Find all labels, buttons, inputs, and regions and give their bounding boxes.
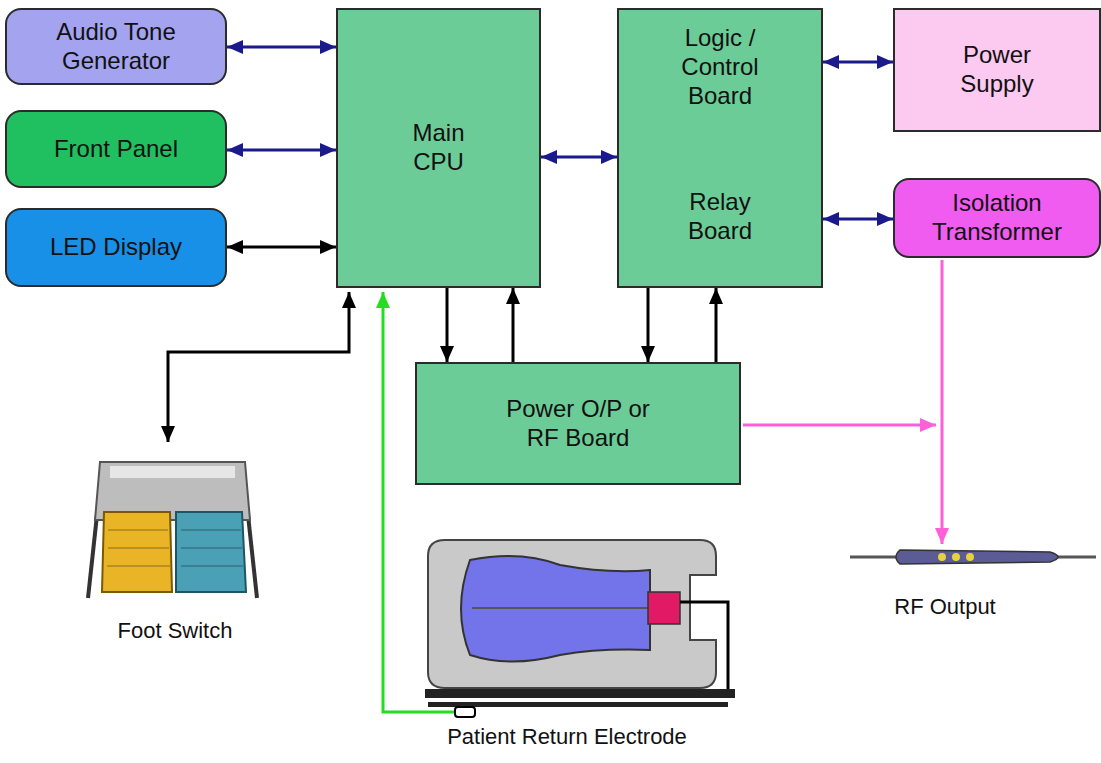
box-label: Front Panel <box>54 135 178 164</box>
signal-arrow <box>541 156 617 159</box>
electrode-cable-bar <box>425 689 735 698</box>
rf-output-wire <box>941 260 944 544</box>
signal-arrow <box>715 288 718 362</box>
panel-box: Front Panel <box>5 110 227 188</box>
signal-arrow <box>227 46 336 49</box>
signal-arrow <box>227 149 336 152</box>
signal-arrow <box>446 288 449 362</box>
foot-switch-wire <box>168 292 349 442</box>
electrosurgical-pen <box>896 550 1058 564</box>
display-box: LED Display <box>5 208 227 287</box>
foot-pedal-blue <box>176 512 246 592</box>
signal-arrow <box>823 218 893 221</box>
pen-button <box>952 553 960 561</box>
foot-switch-leg <box>248 515 257 598</box>
caption: Patient Return Electrode <box>387 724 747 750</box>
electrode-cable <box>680 602 728 692</box>
box-label: Logic / Control Board <box>655 24 785 110</box>
pen-button <box>938 553 946 561</box>
foot-pedal-yellow <box>102 512 172 592</box>
signal-arrow <box>647 288 650 362</box>
rf-board: Power O/P or RF Board <box>415 362 741 485</box>
foot-switch-leg <box>88 515 97 598</box>
box-label: Isolation Transformer <box>903 189 1091 247</box>
audio-box: Audio Tone Generator <box>5 8 227 85</box>
pen-button <box>966 553 974 561</box>
rf-wire <box>743 424 936 427</box>
electrode-connector <box>648 592 680 624</box>
box-label: Main CPU <box>404 119 474 177</box>
electrode-pad <box>428 540 716 688</box>
signal-arrow <box>512 288 515 362</box>
signal-arrow <box>823 61 893 64</box>
power-box: Power Supply <box>893 8 1101 132</box>
pedal-ribs <box>107 530 243 566</box>
box-label: Power Supply <box>942 41 1052 99</box>
box-label: Power O/P or RF Board <box>493 395 663 453</box>
caption: RF Output <box>835 594 1055 620</box>
electrode-plug <box>455 707 475 717</box>
electrode-conductor <box>461 556 650 662</box>
electrode-split <box>472 607 648 609</box>
box-label: Relay Board <box>665 188 775 246</box>
box-label: Audio Tone Generator <box>16 18 216 76</box>
signal-arrow <box>227 246 336 249</box>
box-label: LED Display <box>50 233 182 262</box>
transformer-box: Isolation Transformer <box>893 178 1101 258</box>
caption: Foot Switch <box>55 618 295 644</box>
foot-switch-highlight <box>110 466 235 478</box>
cpu-box: Main CPU <box>336 8 541 288</box>
relay-board: Logic / Control BoardRelay Board <box>617 8 823 288</box>
